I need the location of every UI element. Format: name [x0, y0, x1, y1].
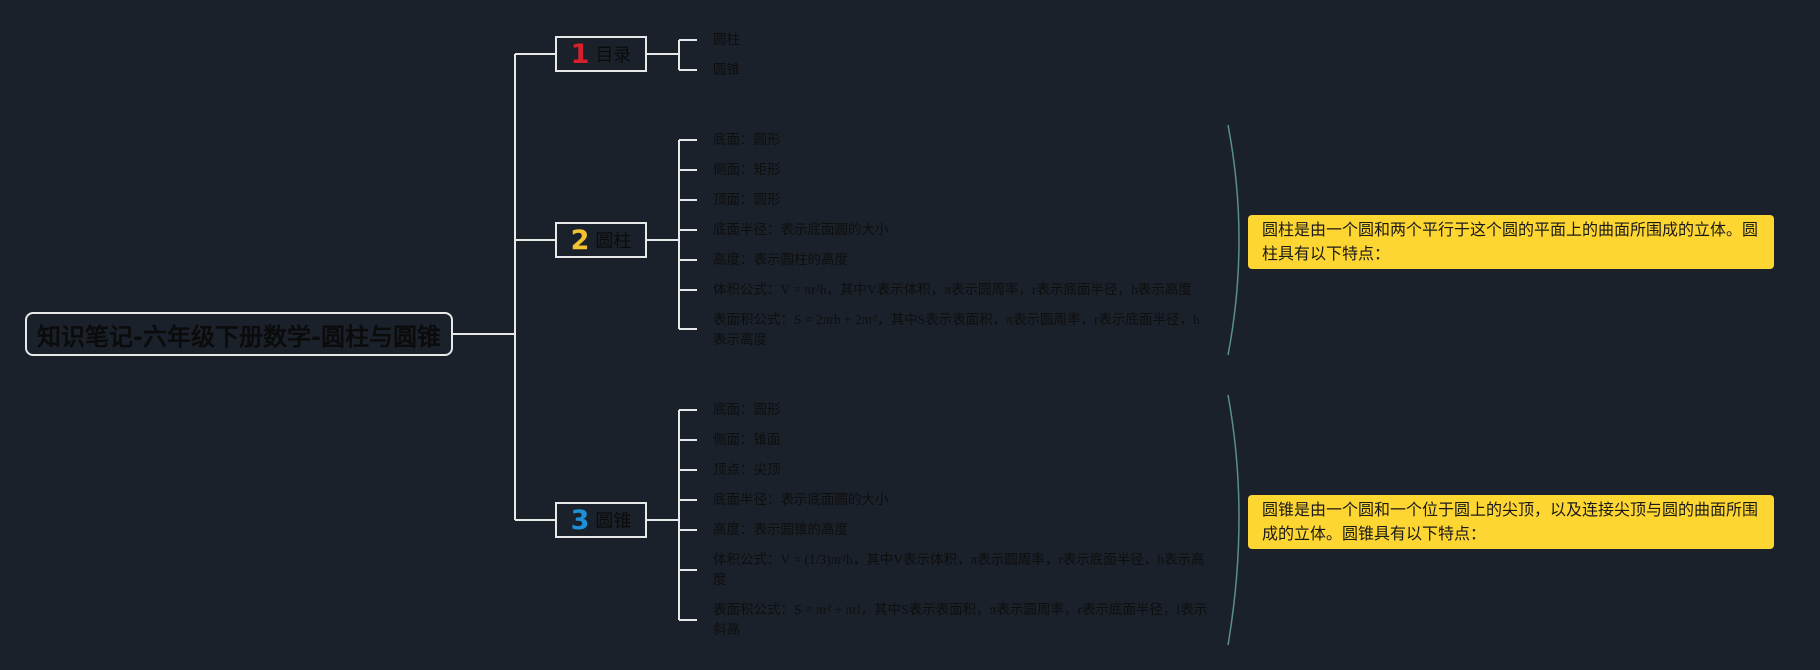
branch-2-leaf-trunk [647, 140, 680, 329]
root-topic[interactable]: 知识笔记-六年级下册数学-圆柱与圆锥 [25, 312, 453, 356]
leaf-item[interactable]: 高度：表示圆锥的高度 [713, 522, 848, 537]
branch-cylinder[interactable]: 2 圆柱 [555, 222, 647, 258]
branch-2-leaf-ticks [679, 139, 697, 330]
leaf-item[interactable]: 顶点：尖顶 [713, 462, 781, 477]
summary-bracket-cylinder [1227, 124, 1240, 356]
branch-3-leaf-ticks [679, 409, 697, 621]
summary-note-cone[interactable]: 圆锥是由一个圆和一个位于圆上的尖顶，以及连接尖顶与圆的曲面所围成的立体。圆锥具有… [1248, 495, 1774, 549]
branch-number-2: 2 [570, 224, 590, 256]
leaf-item[interactable]: 圆柱 [713, 32, 740, 47]
branch-3-leaf-trunk [647, 410, 680, 620]
branch-cone[interactable]: 3 圆锥 [555, 502, 647, 538]
summary-note-cylinder[interactable]: 圆柱是由一个圆和两个平行于这个圆的平面上的曲面所围成的立体。圆柱具有以下特点： [1248, 215, 1774, 269]
leaf-item[interactable]: 高度：表示圆柱的高度 [713, 252, 848, 267]
leaf-item[interactable]: 体积公式：V = πr²h，其中V表示体积，π表示圆周率，r表示底面半径，h表示… [713, 282, 1192, 297]
branch-directory[interactable]: 1 目录 [555, 36, 647, 72]
leaf-item[interactable]: 表面积公式：S = 2πrh + 2πr²，其中S表示表面积，π表示圆周率，r表… [713, 312, 1200, 347]
branch-number-1: 1 [570, 38, 590, 70]
branch-label: 圆柱 [595, 231, 632, 252]
leaf-item[interactable]: 体积公式：V = (1/3)πr²h，其中V表示体积，π表示圆周率，r表示底面半… [713, 552, 1205, 587]
leaf-item[interactable]: 底面：圆形 [713, 132, 781, 147]
leaf-item[interactable]: 底面半径：表示底面圆的大小 [713, 222, 889, 237]
leaf-item[interactable]: 表面积公式：S = πr² + πrl，其中S表示表面积，π表示圆周率，r表示底… [713, 602, 1208, 637]
branch-label: 目录 [595, 45, 632, 66]
branch-1-leaf-trunk [647, 39, 697, 71]
leaf-item[interactable]: 底面：圆形 [713, 402, 781, 417]
branch-number-3: 3 [570, 504, 590, 536]
branch-label: 圆锥 [595, 511, 632, 532]
leaf-item[interactable]: 圆锥 [713, 62, 740, 77]
leaf-item[interactable]: 底面半径：表示底面圆的大小 [713, 492, 889, 507]
root-title: 知识笔记-六年级下册数学-圆柱与圆锥 [37, 322, 441, 351]
summary-bracket-cone [1227, 394, 1240, 646]
leaf-item[interactable]: 顶面：圆形 [713, 192, 781, 207]
leaf-item[interactable]: 侧面：矩形 [713, 162, 781, 177]
leaf-item[interactable]: 侧面：锥面 [713, 432, 781, 447]
